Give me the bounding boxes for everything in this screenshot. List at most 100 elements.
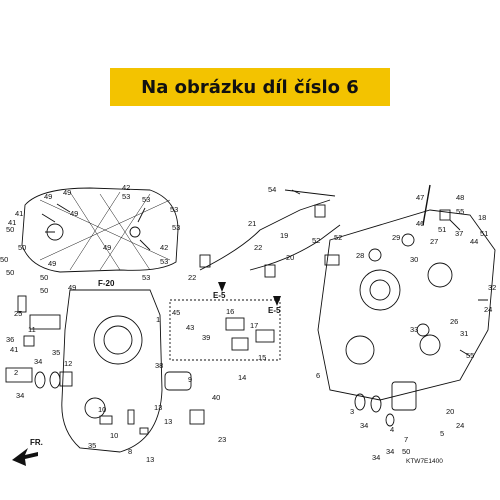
- callout: 8: [128, 447, 132, 456]
- sensor-connector: [264, 264, 276, 278]
- callout: 13: [146, 455, 154, 464]
- cylinder-17: [255, 329, 275, 343]
- callout: 19: [280, 231, 288, 240]
- callout: 49: [68, 283, 76, 292]
- o-ring-34: [34, 371, 46, 389]
- sensor-48: [439, 209, 451, 221]
- callout: 49: [70, 209, 78, 218]
- cover-bolt-hole: [129, 226, 141, 238]
- callout: 49: [48, 259, 56, 268]
- callout: 55: [456, 207, 464, 216]
- callout: 29: [392, 233, 400, 242]
- callout: 37: [455, 229, 463, 238]
- callout: 12: [64, 359, 72, 368]
- cylinder-16: [225, 317, 245, 331]
- callout: 22: [254, 243, 262, 252]
- callout: 41: [10, 345, 18, 354]
- sensor-connector: [199, 254, 211, 268]
- callout: 6: [316, 371, 320, 380]
- callout: 30: [410, 255, 418, 264]
- cover-lattice: [39, 191, 171, 271]
- callout: 34: [372, 453, 380, 462]
- right-crankcase: [317, 209, 496, 401]
- callout: 2: [14, 368, 18, 377]
- callout: 27: [430, 237, 438, 246]
- crankcase-bore: [369, 279, 391, 301]
- callout: 52: [334, 233, 342, 242]
- callout: 31: [460, 329, 468, 338]
- callout: 53: [170, 205, 178, 214]
- callout: 55: [466, 351, 474, 360]
- callout: 48: [456, 193, 464, 202]
- crankcase-bore: [427, 262, 453, 288]
- callout: 39: [202, 333, 210, 342]
- callout: 16: [226, 307, 234, 316]
- callout: 13: [164, 417, 172, 426]
- callout: 15: [258, 353, 266, 362]
- callout: 36: [6, 335, 14, 344]
- callout: 11: [28, 325, 36, 334]
- callout: 53: [172, 223, 180, 232]
- bushing-9: [164, 371, 192, 391]
- callout: 50: [40, 273, 48, 282]
- dipstick-47: [422, 184, 431, 226]
- callout: 10: [98, 405, 106, 414]
- crankcase-bore: [84, 397, 106, 419]
- cylinder-14: [231, 337, 249, 351]
- callout: 50: [0, 255, 8, 264]
- callout: 47: [416, 193, 424, 202]
- callout: 34: [16, 391, 24, 400]
- part-number-banner: Na obrázku díl číslo 6: [110, 68, 390, 106]
- seal-3: [354, 393, 366, 411]
- e5b-arrow: [273, 296, 281, 306]
- callout: 24: [456, 421, 464, 430]
- callout: 44: [470, 237, 478, 246]
- banner-text: Na obrázku díl číslo 6: [141, 76, 359, 98]
- callouts-left-cover: 41 49 49 49 50 53 53 53 50 50 49 50 50 4…: [0, 183, 180, 295]
- oil-strainer: [29, 314, 61, 330]
- callout: 51: [480, 229, 488, 238]
- callout: 32: [488, 283, 496, 292]
- oil-filter-7: [391, 381, 417, 411]
- callout: 43: [186, 323, 194, 332]
- callout: 53: [142, 273, 150, 282]
- plug-22: [189, 409, 205, 425]
- callout: 45: [172, 308, 180, 317]
- callout: 35: [88, 441, 96, 450]
- left-crankcase: [61, 289, 163, 453]
- sensor-connector: [324, 254, 340, 266]
- callout: 34: [386, 447, 394, 456]
- callout: 54: [268, 185, 276, 194]
- callout: 50: [402, 447, 410, 456]
- callout: 18: [478, 213, 486, 222]
- seal-36: [23, 335, 35, 347]
- callout: 28: [356, 251, 364, 260]
- crankcase-bore: [419, 334, 441, 356]
- callout: 21: [248, 219, 256, 228]
- callout: 7: [404, 435, 408, 444]
- crankcase-bore: [103, 325, 133, 355]
- front-label: FR.: [30, 438, 43, 447]
- front-arrow: FR.: [12, 438, 43, 466]
- diagram-code: KTW7E1400: [406, 458, 443, 465]
- washer-33: [416, 323, 430, 337]
- callout: 53: [122, 192, 130, 201]
- clip-13: [139, 427, 149, 435]
- callout: 5: [440, 429, 444, 438]
- callout: 42: [122, 183, 130, 192]
- callout: 50: [18, 243, 26, 252]
- callout: 46: [416, 219, 424, 228]
- callout: 49: [44, 192, 52, 201]
- pin-10: [99, 415, 113, 425]
- crankcase-bore: [359, 269, 401, 311]
- callout: 34: [34, 357, 42, 366]
- callout: 14: [238, 373, 246, 382]
- seal-12: [59, 371, 73, 387]
- sensor-connector: [314, 204, 326, 218]
- callouts-right-crankcase: 54 21 22 19 20 52 52 47 46 48 55 18 29 3…: [248, 185, 496, 462]
- callout: 51: [438, 225, 446, 234]
- callout: 38: [155, 361, 163, 370]
- wire-harness-19: [249, 224, 341, 271]
- callout: 53: [142, 195, 150, 204]
